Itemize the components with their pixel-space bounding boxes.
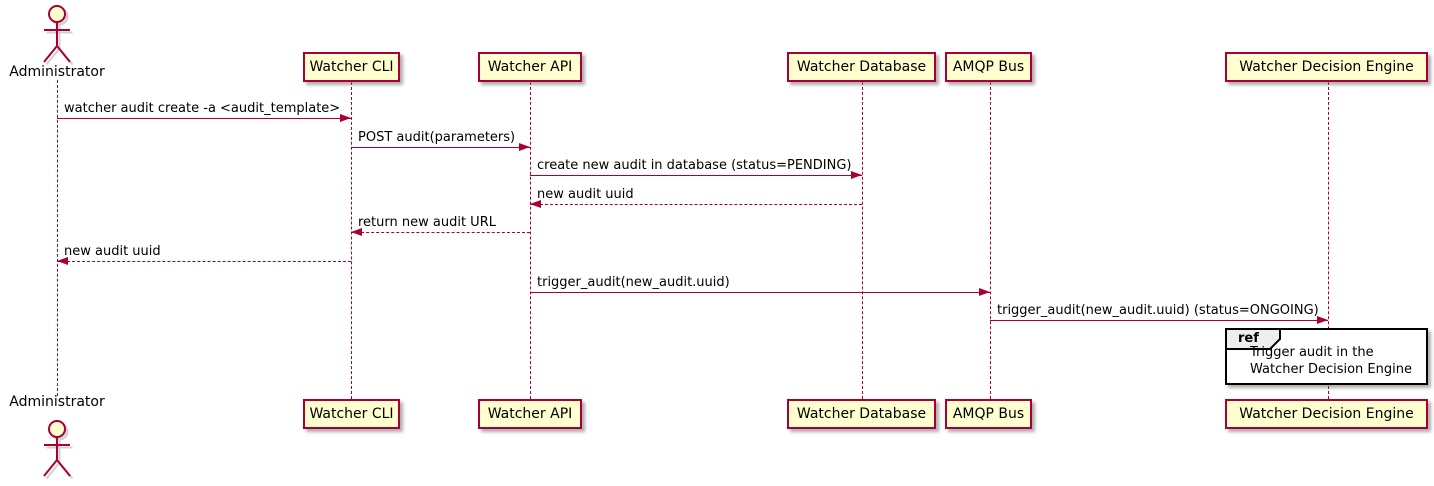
lifeline-watcher-api <box>530 82 531 399</box>
participant-amqp-bus-top: AMQP Bus <box>945 52 1032 82</box>
arrowhead-right-icon <box>519 143 530 151</box>
message-label: POST audit(parameters) <box>358 130 516 145</box>
ref-fragment: ref Trigger audit in the Watcher Decisio… <box>1225 328 1428 385</box>
message-label: new audit uuid <box>537 187 634 202</box>
arrowhead-right-icon <box>979 288 990 296</box>
message-line-return <box>57 261 351 262</box>
message-label: create new audit in database (status=PEN… <box>537 158 852 173</box>
actor-icon <box>43 420 74 480</box>
lifeline-amqp-bus <box>990 82 991 399</box>
message-line <box>57 118 351 119</box>
lifeline-watcher-database <box>862 82 863 399</box>
actor-label-top: Administrator <box>9 64 105 80</box>
message-label: watcher audit create -a <audit_template> <box>64 101 341 116</box>
message-line-return <box>351 232 530 233</box>
message-label: trigger_audit(new_audit.uuid) (status=ON… <box>997 303 1319 318</box>
participant-watcher-database-bottom: Watcher Database <box>787 399 936 429</box>
ref-text-line: Trigger audit in the <box>1250 345 1374 360</box>
lifeline-watcher-decision-engine <box>1328 82 1329 399</box>
arrowhead-left-icon <box>530 200 541 208</box>
participant-watcher-api-bottom: Watcher API <box>478 399 582 429</box>
message-label: new audit uuid <box>64 244 161 259</box>
arrowhead-left-icon <box>57 257 68 265</box>
actor-icon <box>43 5 74 66</box>
participant-watcher-database-top: Watcher Database <box>787 52 936 82</box>
message-line <box>990 320 1328 321</box>
participant-watcher-cli-top: Watcher CLI <box>303 52 400 82</box>
actor-label-bottom: Administrator <box>9 394 105 410</box>
message-line <box>530 175 862 176</box>
participant-watcher-decision-engine-bottom: Watcher Decision Engine <box>1225 399 1428 429</box>
lifeline-watcher-cli <box>351 82 352 399</box>
ref-text-line: Watcher Decision Engine <box>1250 362 1412 377</box>
message-label: trigger_audit(new_audit.uuid) <box>537 275 730 290</box>
arrowhead-right-icon <box>1317 316 1328 324</box>
participant-watcher-decision-engine-top: Watcher Decision Engine <box>1225 52 1428 82</box>
participant-watcher-cli-bottom: Watcher CLI <box>303 399 400 429</box>
participant-amqp-bus-bottom: AMQP Bus <box>945 399 1032 429</box>
arrowhead-left-icon <box>351 228 362 236</box>
message-line-return <box>530 204 862 205</box>
message-line <box>530 292 990 293</box>
ref-pentagon-icon <box>1225 328 1281 350</box>
message-line <box>351 147 530 148</box>
message-label: return new audit URL <box>358 215 496 230</box>
lifeline-administrator <box>57 80 58 396</box>
arrowhead-right-icon <box>851 171 862 179</box>
participant-watcher-api-top: Watcher API <box>478 52 582 82</box>
ref-tag-label: ref <box>1238 331 1259 346</box>
arrowhead-right-icon <box>340 114 351 122</box>
